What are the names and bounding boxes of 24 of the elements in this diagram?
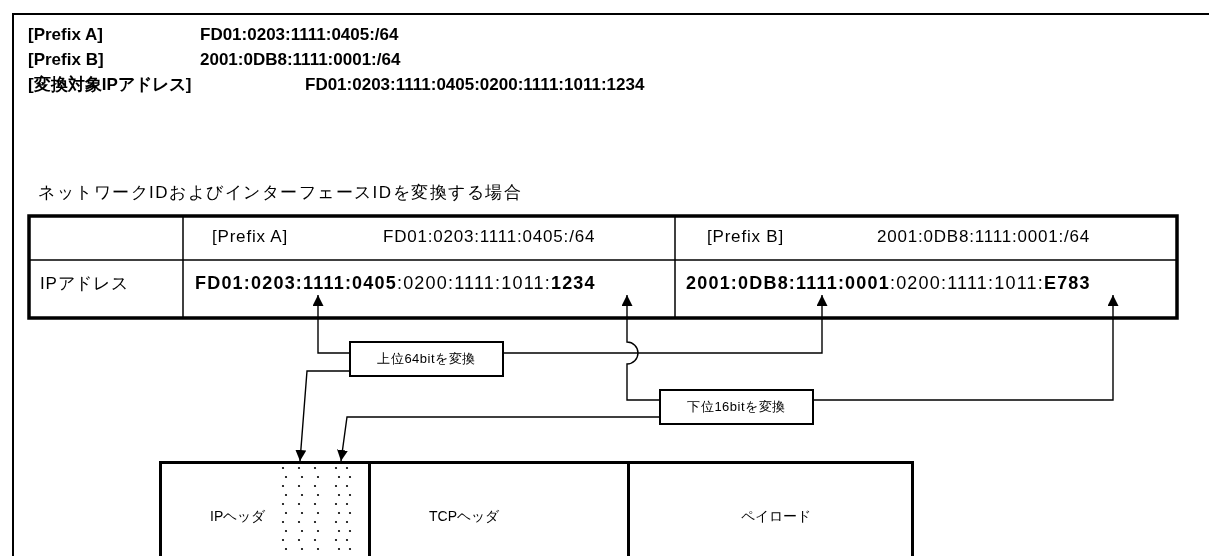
arrow xyxy=(312,294,350,354)
row-heading: IPアドレス xyxy=(40,274,129,295)
arrow xyxy=(295,370,350,462)
arrow xyxy=(813,294,1119,401)
prefix-address: FD01:0203:1111:0405:/64 xyxy=(383,227,596,248)
prefix-label: [Prefix B] xyxy=(707,227,784,248)
target-address-label: [変換対象IPアドレス] xyxy=(28,75,192,96)
ip-address-text: 2001:0DB8:1111:0001:0200:1111:1011:E783 xyxy=(686,273,1091,295)
prefix-address: FD01:0203:1111:0405:/64 xyxy=(200,25,399,46)
prefix-label: [Prefix A] xyxy=(28,25,103,46)
prefix-address: 2001:0DB8:1111:0001:/64 xyxy=(877,227,1091,248)
arrow xyxy=(337,416,660,462)
ip-address-text: FD01:0203:1111:0405:0200:1111:1011:1234 xyxy=(195,273,596,295)
process-box: 上位64bitを変換 xyxy=(349,341,504,377)
section-heading: ネットワークIDおよびインターフェースIDを変換する場合 xyxy=(38,183,522,204)
arrow xyxy=(503,294,828,354)
target-address: FD01:0203:1111:0405:0200:1111:1011:1234 xyxy=(305,75,645,96)
process-box: 下位16bitを変換 xyxy=(659,389,814,425)
prefix-label: [Prefix A] xyxy=(212,227,289,248)
prefix-address: 2001:0DB8:1111:0001:/64 xyxy=(200,50,401,71)
arrow xyxy=(621,294,660,401)
payload-block: ペイロード xyxy=(627,461,914,556)
prefix-label: [Prefix B] xyxy=(28,50,104,71)
header-block: IPヘッダ xyxy=(159,461,371,556)
